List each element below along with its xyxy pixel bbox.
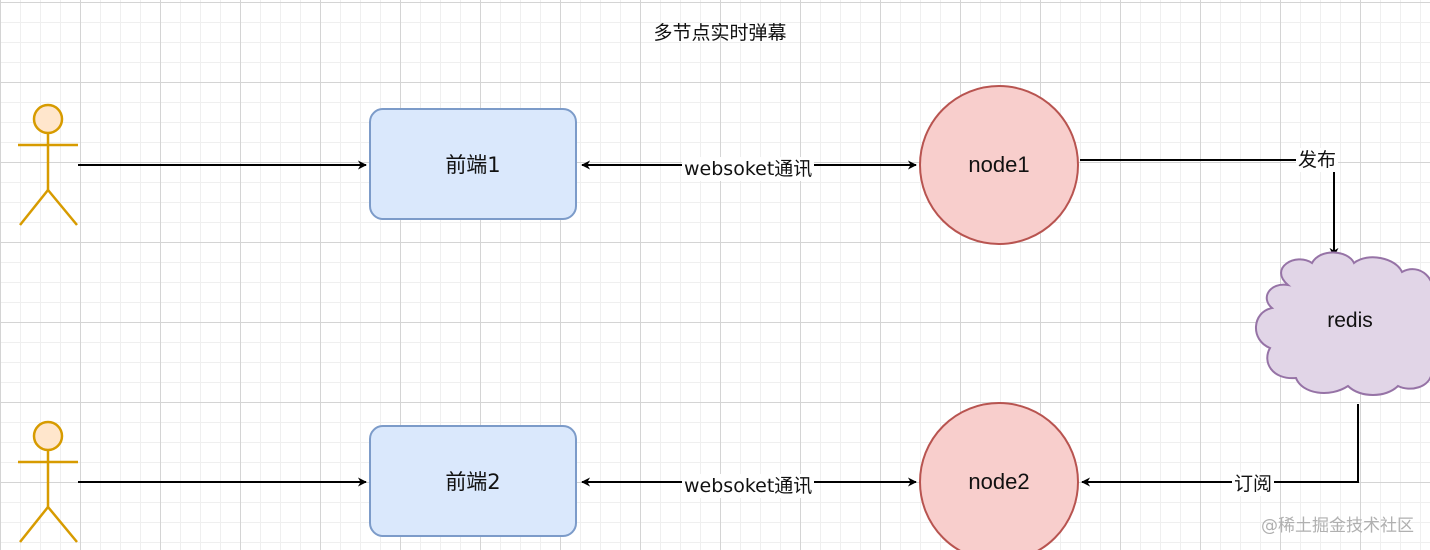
- watermark: @稀土掘金技术社区: [1261, 516, 1414, 536]
- frontend-2-box: 前端2: [369, 425, 577, 537]
- user-actor-icon: [18, 420, 78, 543]
- frontend-2-label: 前端2: [445, 470, 501, 494]
- node1-circle: node1: [919, 85, 1079, 245]
- frontend-1-label: 前端1: [445, 153, 501, 177]
- diagram-title: 多节点实时弹幕: [653, 22, 787, 44]
- frontend-1-box: 前端1: [369, 108, 577, 220]
- subscribe-edge: [1081, 404, 1359, 487]
- redis-label: redis: [1327, 309, 1373, 332]
- publish-edge: [1080, 159, 1339, 257]
- websocket-label-top: websoket通讯: [682, 157, 815, 181]
- node2-circle: node2: [919, 402, 1079, 550]
- node2-label: node2: [968, 469, 1030, 494]
- websocket-label-bottom: websoket通讯: [682, 474, 815, 498]
- node1-label: node1: [968, 152, 1030, 177]
- user-actor-icon: [18, 103, 78, 226]
- subscribe-label: 订阅: [1232, 472, 1275, 496]
- redis-cloud-shape: [1255, 251, 1430, 396]
- publish-label: 发布: [1296, 148, 1339, 172]
